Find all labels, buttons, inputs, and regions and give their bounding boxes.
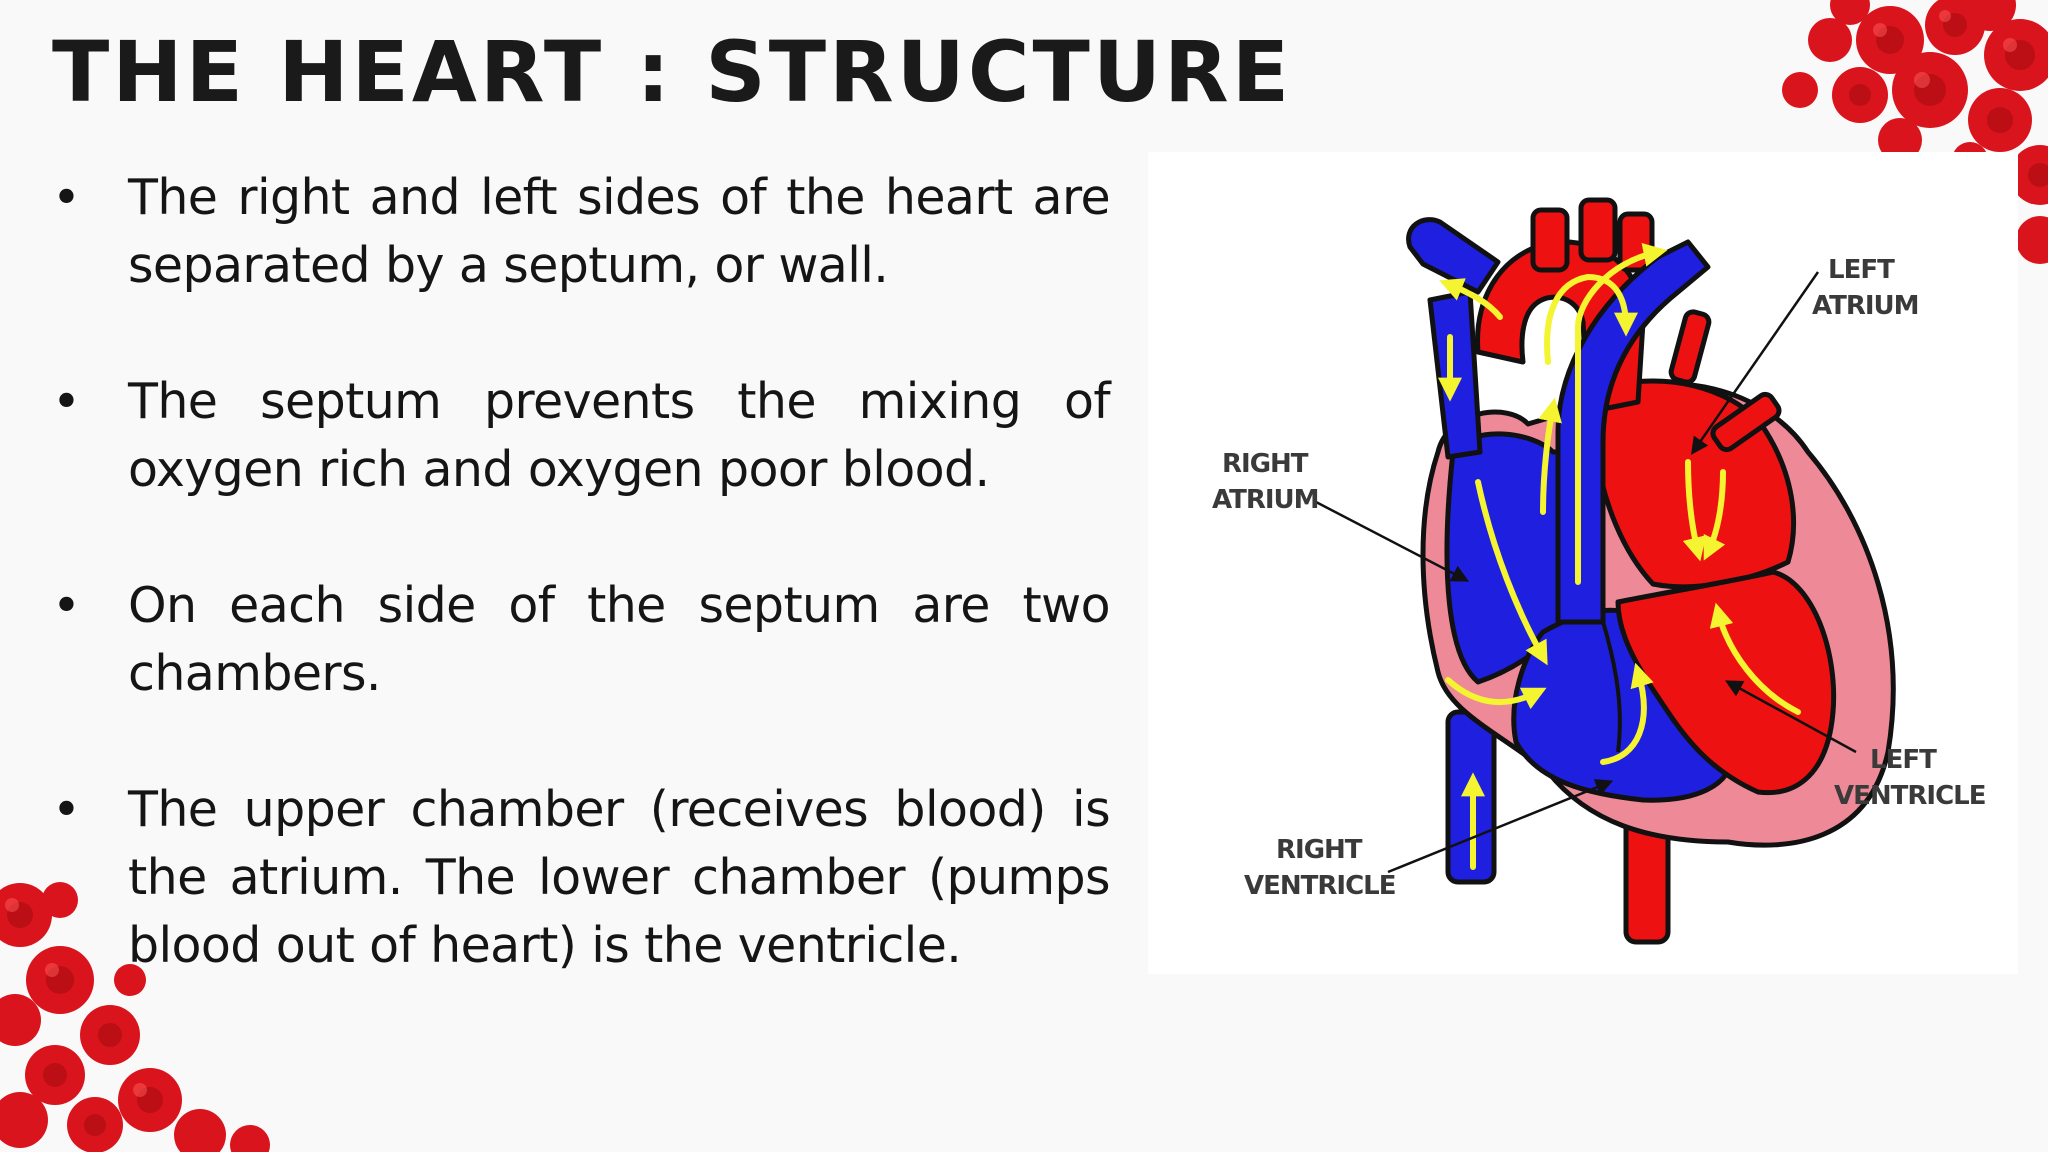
pulmonary-vein: [1710, 391, 1782, 453]
flow-arrow: [1544, 273, 1638, 365]
bullet-marker: •: [52, 781, 81, 838]
flow-arrow: [1600, 662, 1654, 765]
flow-arrow: [1703, 469, 1726, 561]
pulmonary-vein: [1668, 309, 1712, 385]
label-left-ventricle: LEFT: [1870, 745, 1937, 775]
heart-diagram-panel: LEFT ATRIUM RIGHT ATRIUM RIGHT VENTRICLE…: [1148, 152, 2018, 974]
label-left-atrium: ATRIUM: [1812, 291, 1919, 321]
label-left-ventricle: VENTRICLE: [1834, 781, 1985, 811]
aortic-branch: [1578, 197, 1618, 263]
bullet-marker: •: [52, 169, 81, 226]
bullet-text: The right and left sides of the heart ar…: [128, 169, 1111, 294]
left-atrium-pointer: [1691, 271, 1820, 455]
bullet-marker: •: [52, 373, 81, 430]
flow-arrow: [1575, 243, 1668, 585]
flow-arrow: [1439, 278, 1503, 320]
bullet-text: The septum prevents the mixing of oxygen…: [128, 373, 1111, 498]
bullet-text: The upper chamber (receives blood) is th…: [128, 781, 1111, 974]
superior-vena-cava: [1427, 289, 1483, 460]
right-ventricle-pointer: [1387, 779, 1614, 874]
label-right-ventricle: RIGHT: [1276, 835, 1363, 865]
right-atrium-pointer: [1315, 500, 1470, 582]
bullet-item: • The upper chamber (receives blood) is …: [52, 776, 1111, 980]
pulmonary-artery: [1555, 239, 1711, 625]
label-right-ventricle: VENTRICLE: [1244, 871, 1395, 901]
flow-arrow: [1709, 602, 1801, 715]
septum: [1601, 621, 1622, 753]
blood-cells-decoration-bottom-left: [0, 882, 270, 1152]
aortic-branch: [1530, 207, 1570, 273]
right-atrium-chamber: [1444, 431, 1569, 685]
label-right-atrium: ATRIUM: [1212, 485, 1319, 515]
heart-diagram: LEFT ATRIUM RIGHT ATRIUM RIGHT VENTRICLE…: [1212, 197, 1986, 945]
pulmonary-artery-branch: [1406, 217, 1501, 295]
flow-arrow: [1445, 677, 1547, 710]
bullet-list: • The right and left sides of the heart …: [52, 164, 1111, 1048]
left-ventricle-pointer: [1724, 680, 1857, 754]
bullet-text: On each side of the septum are two chamb…: [128, 577, 1111, 702]
bullet-item: • The right and left sides of the heart …: [52, 164, 1111, 300]
flow-arrow: [1538, 397, 1562, 515]
bullet-item: • The septum prevents the mixing of oxyg…: [52, 368, 1111, 504]
flow-arrow: [1475, 479, 1548, 666]
label-right-atrium: RIGHT: [1222, 449, 1309, 479]
bullet-marker: •: [52, 577, 81, 634]
flow-arrow: [1682, 459, 1707, 562]
bullet-item: • On each side of the septum are two cha…: [52, 572, 1111, 708]
slide-title: THE HEART : STRUCTURE: [52, 23, 1293, 121]
label-left-atrium: LEFT: [1828, 255, 1895, 285]
